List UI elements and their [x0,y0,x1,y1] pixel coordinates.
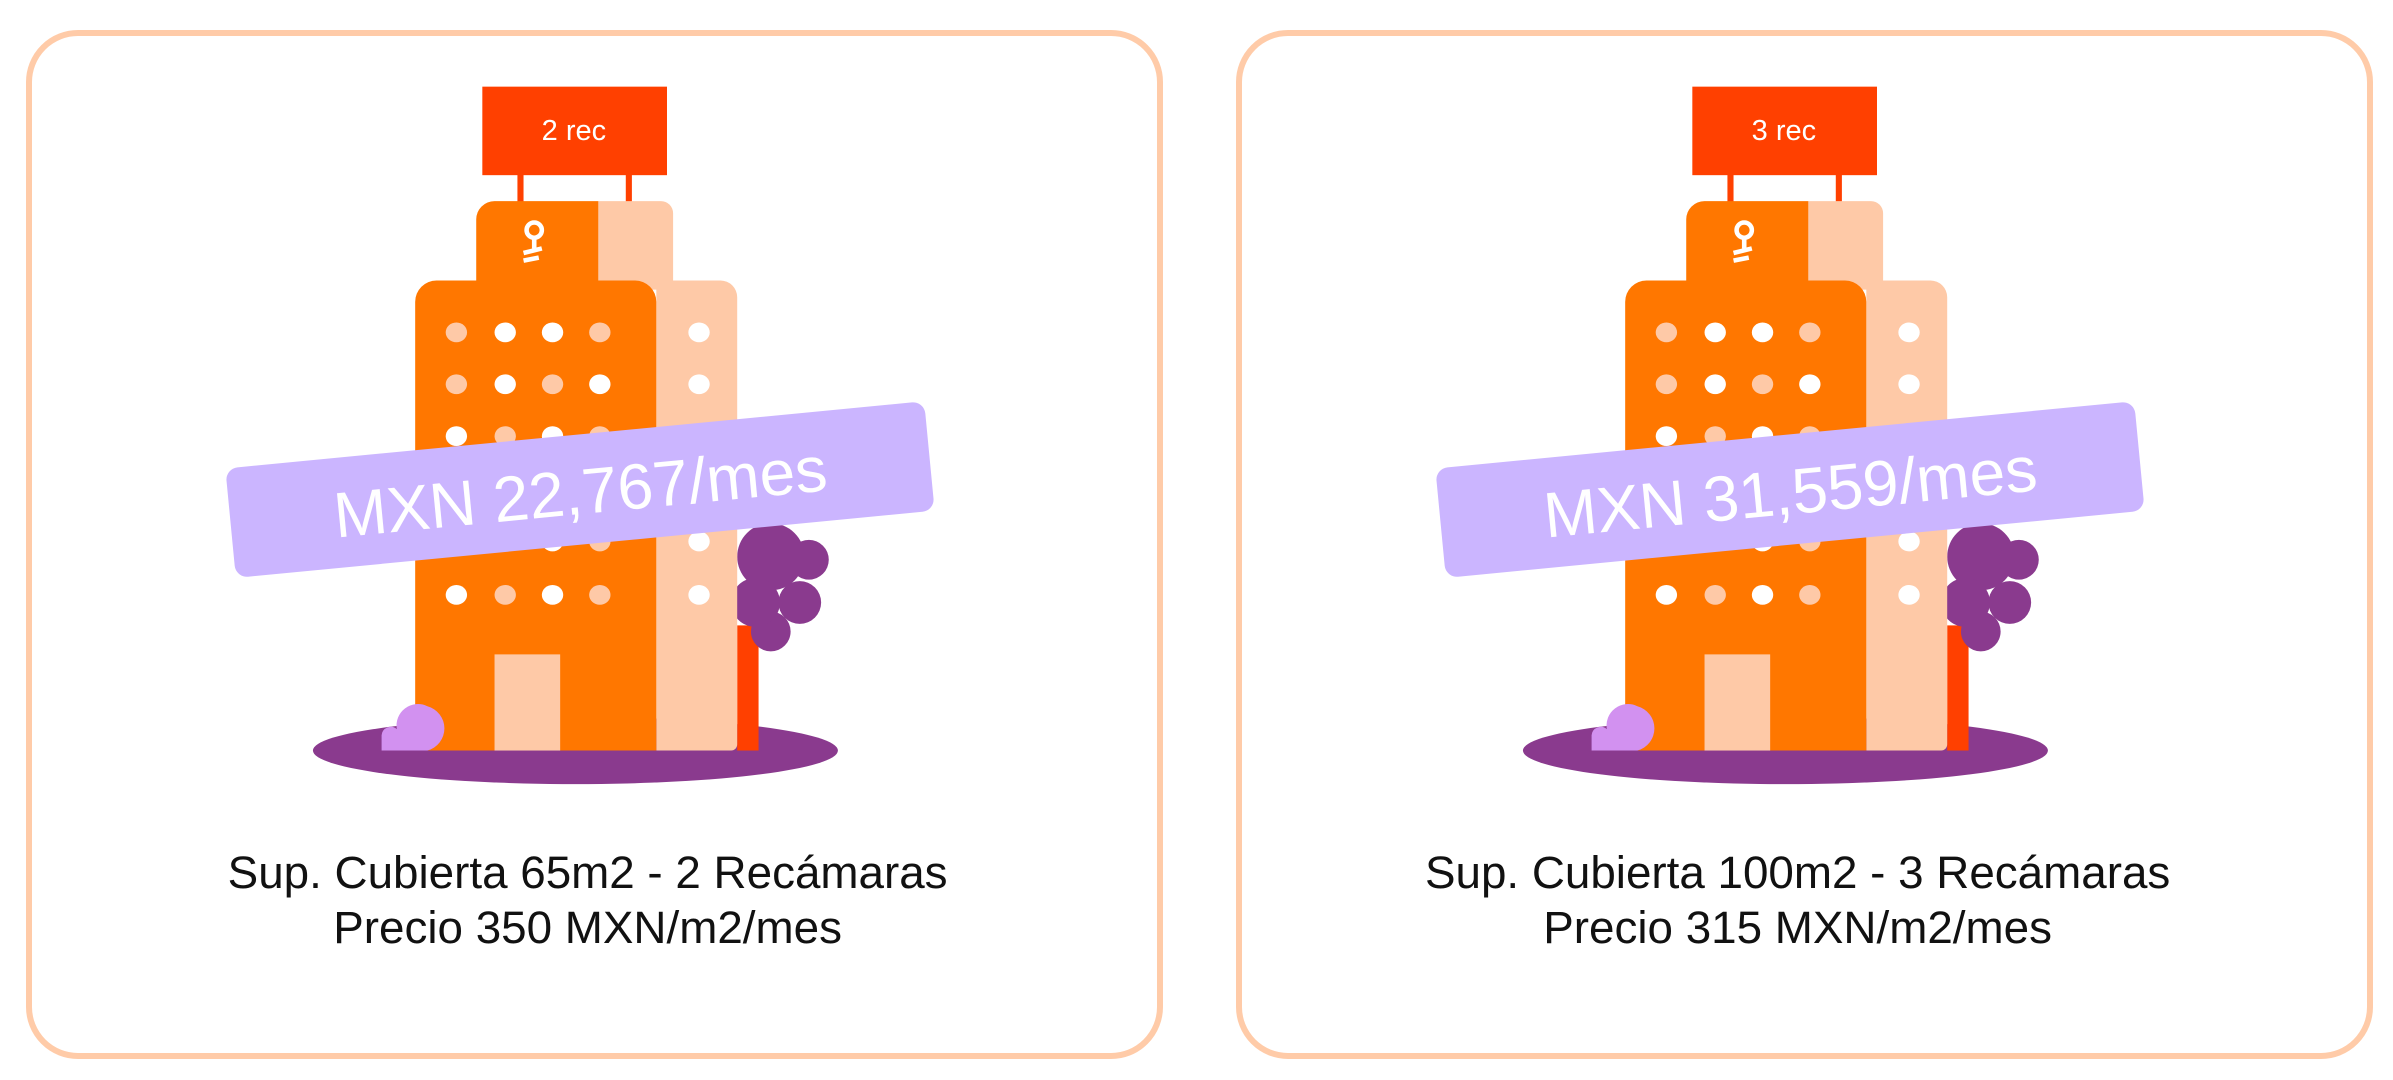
window [589,584,611,605]
window [494,374,516,395]
window [589,322,611,343]
window [541,584,564,605]
tree-icon [1941,523,2039,751]
price-per-m2-text: Precio 315 MXN/m2/mes [1543,902,2052,953]
listing-card-1[interactable]: 2 rec MXN 22,767/mes Sup. Cubierta [26,30,1163,1059]
window [1799,374,1821,395]
rooms-sign [1692,86,1877,176]
window [1704,584,1726,605]
building-illustration: 2 rec MXN 22,767/mes Sup. Cubierta [226,86,948,953]
window [1751,322,1774,343]
sign-pole [517,170,524,205]
window [1655,322,1678,343]
window [688,584,710,605]
window [445,374,468,395]
tree-icon [731,523,829,751]
window [541,322,564,343]
window [688,322,710,343]
window [1898,584,1920,605]
window [1751,584,1774,605]
rooms-sign-label: 3 rec [1752,115,1816,147]
sign-pole [625,170,632,205]
window [541,374,564,395]
rooms-sign [482,86,667,176]
window [688,531,710,552]
window [1751,374,1774,395]
window [688,374,710,395]
building-illustration: 3 rec MXN 31,559/mes Sup. Cubierta [1425,86,2170,953]
price-per-m2-text: Precio 350 MXN/m2/mes [333,902,842,953]
window [494,322,516,343]
window [1799,584,1821,605]
window [1898,531,1920,552]
window [1704,374,1726,395]
price-banner: MXN 22,767/mes [226,402,934,577]
window [1898,322,1920,343]
sign-pole [1727,170,1734,205]
key-icon [1732,220,1755,263]
listing-card-2[interactable]: 3 rec MXN 31,559/mes Sup. Cubierta [1236,30,2373,1059]
area-rooms-text: Sup. Cubierta 100m2 - 3 Recámaras [1425,847,2170,898]
key-icon [522,220,545,263]
window [1704,322,1726,343]
bush-icon [381,704,445,751]
sign-pole [1835,170,1842,205]
window [445,426,468,447]
bush-icon [1591,704,1655,751]
door [494,654,561,751]
window [589,374,611,395]
window [494,584,516,605]
window [445,584,468,605]
door [1704,654,1771,751]
window [1655,584,1678,605]
window [445,322,468,343]
area-rooms-text: Sup. Cubierta 65m2 - 2 Recámaras [228,847,948,898]
window [1898,374,1920,395]
window [1655,374,1678,395]
rooms-sign-label: 2 rec [542,115,606,147]
window [1655,426,1678,447]
window [1799,322,1821,343]
